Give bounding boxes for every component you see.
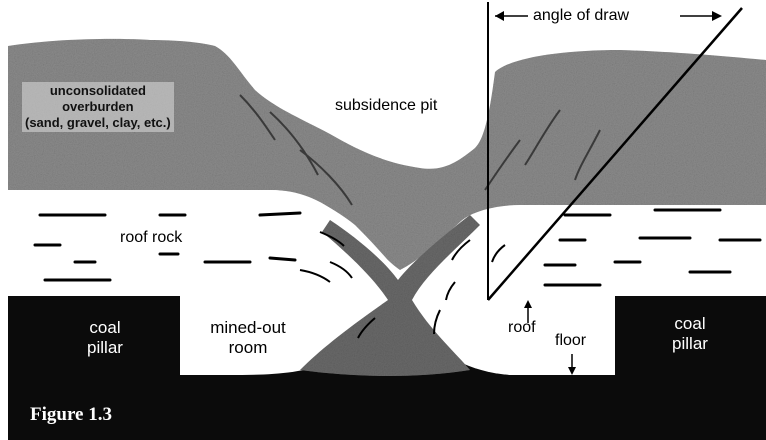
- roof-label: roof: [508, 320, 536, 336]
- roof-rock-label: roof rock: [120, 230, 182, 246]
- coal-pillar-left-label: coal pillar: [75, 318, 135, 358]
- coal-pillar-right-label: coal pillar: [655, 314, 725, 354]
- figure-caption: Figure 1.3: [30, 405, 112, 424]
- mined-out-room-label: mined-out room: [193, 318, 303, 358]
- subsidence-pit-label: subsidence pit: [335, 98, 437, 114]
- floor-label: floor: [555, 333, 586, 349]
- angle-of-draw-label: angle of draw: [533, 8, 629, 24]
- overburden-label: unconsolidated overburden (sand, gravel,…: [22, 82, 174, 132]
